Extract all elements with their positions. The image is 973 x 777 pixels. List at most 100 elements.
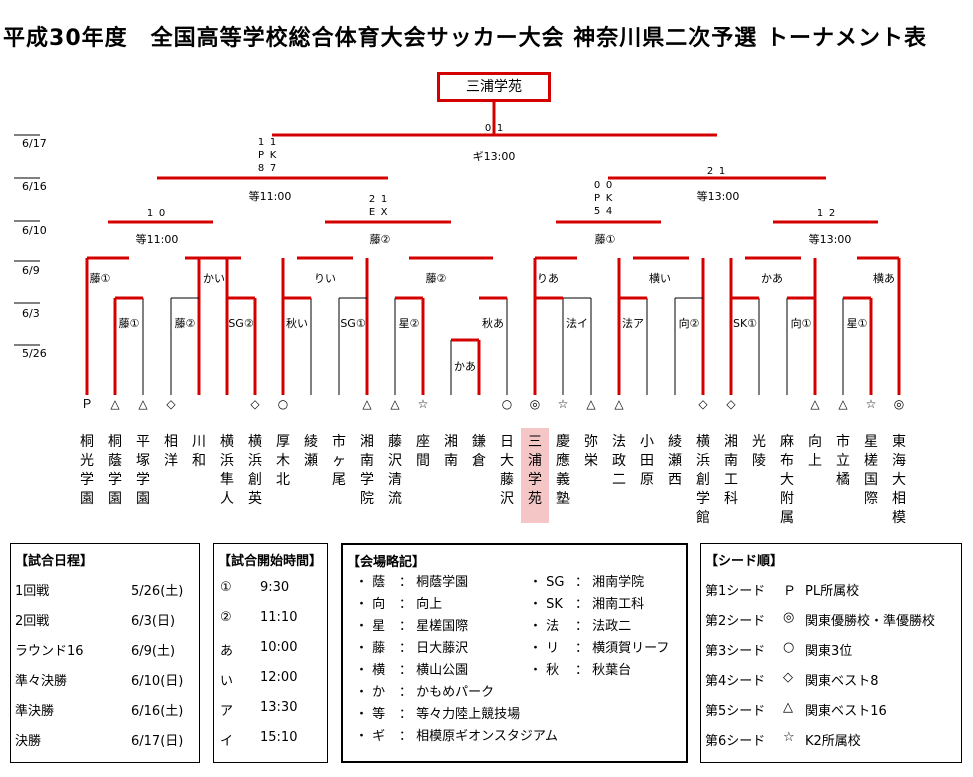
semi-final-score: P — [258, 150, 264, 161]
time-value: 15:10 — [260, 730, 298, 745]
seed-mark: △ — [390, 397, 400, 411]
seed-mark: ◎ — [530, 397, 540, 411]
semi-final-score: 7 — [270, 163, 276, 174]
page-title: 平成30年度 全国高等学校総合体育大会サッカー大会 神奈川県二次予選 トーナメン… — [3, 26, 927, 51]
seed-mark: △ — [586, 397, 596, 411]
team-name-char: 海 — [892, 453, 906, 469]
team-name-char: 科 — [724, 491, 738, 507]
venue-name: ： 桐蔭学園 — [399, 575, 469, 590]
venue-name: ： 日大藤沢 — [399, 641, 469, 656]
semi-final-score: K — [606, 193, 613, 204]
team-name-char: 藤 — [500, 472, 514, 488]
team-name-char: 尾 — [332, 472, 346, 488]
team-name-char: 綾 — [304, 434, 318, 450]
match-label: かい — [203, 272, 225, 285]
team-name-char: 田 — [640, 453, 654, 469]
team-name-char: 相 — [892, 491, 906, 507]
match-label: りあ — [537, 272, 559, 285]
team-name-char: 大 — [892, 472, 906, 488]
seed-rank: 第5シード — [705, 704, 766, 719]
seed-mark: ◎ — [894, 397, 904, 411]
team-name-char: 政 — [612, 453, 626, 469]
schedule-date: 5/26(土) — [131, 584, 184, 599]
seed-mark: △ — [614, 397, 624, 411]
team-name-char: 弥 — [584, 433, 598, 450]
seed-desc: 関東ベスト16 — [805, 704, 887, 719]
schedule-date: 6/17(日) — [131, 734, 184, 749]
semi-final-score: 2 — [707, 166, 713, 177]
team-name-char: 学 — [80, 472, 94, 488]
venue-name: ： 相模原ギオンスタジアム — [399, 729, 558, 744]
venue-key: ・ ギ — [355, 729, 386, 744]
round-date-label: 6/10 — [22, 224, 47, 237]
seed-rank: 第2シード — [705, 614, 766, 629]
seed-mark: △ — [838, 397, 848, 411]
match-label: 星② — [399, 317, 420, 330]
team-name-char: 市 — [332, 433, 346, 450]
match-label: 藤② — [426, 272, 447, 285]
team-name-char: 学 — [360, 472, 374, 488]
team-name-char: 苑 — [528, 491, 542, 507]
team-name-char: 附 — [780, 491, 794, 507]
team-name-char: 向 — [808, 434, 822, 450]
team-name-char: 慶 — [556, 434, 570, 450]
match-label: 藤① — [595, 233, 616, 246]
team-name-char: 大 — [780, 472, 794, 488]
seed-mark: △ — [362, 397, 372, 411]
team-name-char: 工 — [724, 472, 738, 488]
seed-desc: 関東優勝校・準優勝校 — [805, 614, 936, 629]
team-name-char: 東 — [892, 434, 906, 450]
seed-desc: PL所属校 — [805, 584, 860, 599]
team-name-char: 園 — [80, 491, 94, 507]
round-date-label: 6/16 — [22, 180, 47, 193]
venue-name: ： かもめパーク — [399, 685, 495, 700]
venue-legend: 【会場略記】 ・ 蔭： 桐蔭学園・ 向： 向上・ 星： 星槎国際・ 藤： 日大藤… — [341, 543, 688, 763]
final-score: 0 — [485, 123, 491, 134]
team-name-char: 浜 — [696, 453, 710, 469]
semi-final-score: P — [594, 193, 600, 204]
team-name-char: 清 — [388, 472, 402, 488]
match-label: 等11:00 — [136, 232, 179, 246]
match-label: 横い — [649, 271, 671, 285]
seed-mark: △ — [783, 700, 793, 715]
time-heading: 【試合開始時間】 — [218, 554, 323, 569]
round-date-label: 5/26 — [22, 347, 47, 360]
quarter-final-score: 1 — [381, 194, 387, 205]
team-name-char: 綾 — [668, 434, 682, 450]
semi-final-score: 1 — [258, 137, 264, 148]
team-name-char: 木 — [276, 453, 290, 469]
team-name-char: 栄 — [584, 453, 598, 469]
final-score: 1 — [497, 123, 503, 134]
team-name-char: 湘 — [360, 434, 374, 450]
champion-highlight — [521, 428, 549, 523]
team-name-char: 倉 — [472, 453, 486, 469]
tournament-bracket: 6/176/166/106/96/35/26Ｐ△△◇◇○△△☆○◎☆△△◇◇△△… — [14, 102, 906, 526]
schedule-date: 6/10(日) — [131, 674, 184, 689]
seed-mark: ◇ — [783, 670, 793, 685]
time-key: ② — [220, 610, 232, 625]
team-name-char: 湘 — [444, 434, 458, 450]
match-label: りい — [314, 272, 336, 285]
team-name-char: 英 — [248, 490, 262, 507]
quarter-final-score: 1 — [817, 208, 823, 219]
champion-box: 三浦学苑 — [437, 72, 551, 102]
team-name-char: 川 — [192, 434, 206, 450]
seed-mark: Ｐ — [783, 584, 797, 599]
quarter-final-score: 1 — [147, 208, 153, 219]
match-label: かあ — [761, 272, 783, 285]
team-name-char: 学 — [108, 472, 122, 488]
semi-final-score: 1 — [270, 137, 276, 148]
match-label: 等13:00 — [809, 232, 852, 246]
seed-mark: Ｐ — [81, 397, 93, 411]
team-name-char: 南 — [444, 453, 458, 469]
team-name-char: 模 — [892, 510, 906, 526]
venue-name: ： 法政二 — [575, 619, 632, 634]
match-label: 星① — [847, 317, 868, 330]
team-name-char: 藤 — [388, 434, 402, 450]
team-name-char: 瀬 — [304, 453, 318, 469]
seed-desc: 関東ベスト8 — [805, 674, 879, 689]
team-name-char: 光 — [80, 453, 94, 469]
seed-rank: 第6シード — [705, 734, 766, 749]
